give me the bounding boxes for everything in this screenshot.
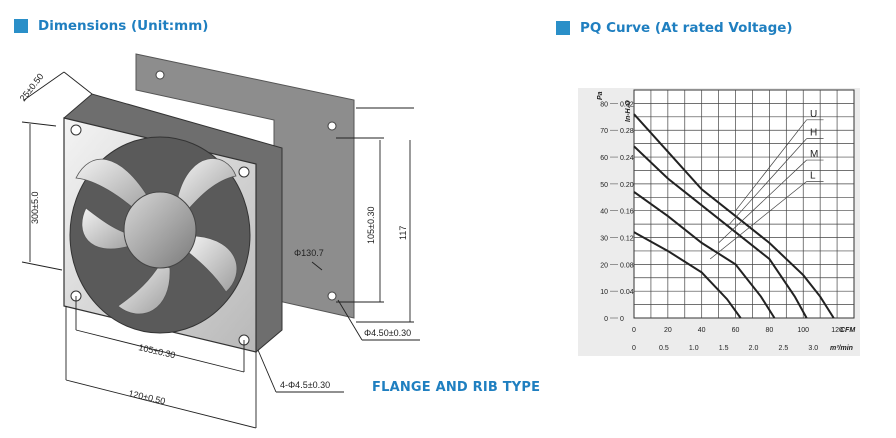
y-tick-label-pa: 40 (600, 209, 608, 216)
gasket-hole (327, 291, 337, 301)
y-tick-label-inh2o: 0.24 (620, 155, 634, 162)
mount-hole (70, 124, 82, 136)
x-tick-label-m3: 1.5 (719, 345, 729, 352)
x-tick-label-cfm: 60 (732, 327, 740, 334)
chart-series (633, 113, 835, 319)
plot-area (633, 89, 855, 319)
dimension-lines (21, 71, 420, 429)
y-unit-inh2o: In-H₂O (625, 100, 632, 122)
y-axis-ticks: 0 10 20 30 40 50 60 70 80 0 0.04 0.08 0.12 0.16 0.20 0.… (600, 101, 634, 323)
section-marker-icon (14, 19, 28, 33)
y-tick-label-pa: 70 (600, 128, 608, 135)
x-tick-label-cfm: 40 (698, 327, 706, 334)
y-tick-label-inh2o: 0.08 (620, 262, 634, 269)
x-tick-label-m3: 1.0 (689, 345, 699, 352)
fan-blade (177, 158, 237, 213)
dim-frame-height: 117 (398, 226, 408, 240)
dim-cable: 300±5.0 (30, 192, 40, 224)
series-line-L (633, 231, 742, 319)
dim-frame-width: 120±0.50 (128, 388, 167, 406)
dim-diameter: Φ130.7 (294, 248, 324, 258)
dimensions-header: Dimensions (Unit:mm) (14, 18, 208, 34)
x-tick-label-m3: 2.0 (749, 345, 759, 352)
legend-leader (726, 138, 807, 228)
fan-hub (123, 191, 197, 269)
x-tick-label-cfm: 120 (831, 327, 843, 334)
series-line-H (633, 145, 808, 319)
legend-label-L: L (810, 171, 816, 182)
dim-hole-pitch-v: 105±0.30 (366, 207, 376, 244)
y-tick-label-inh2o: 0.12 (620, 236, 634, 243)
legend-leader (718, 159, 807, 244)
x-tick-label-m3: 0.5 (659, 345, 669, 352)
dim-hole-diameter: Φ4.50±0.30 (364, 328, 411, 338)
dim-mount-holes: 4-Φ4.5±0.30 (280, 380, 330, 390)
gasket-hole (327, 121, 337, 131)
x-tick-label-cfm: 80 (765, 327, 773, 334)
fan-blade (117, 263, 171, 315)
y-tick-label-inh2o: 0.32 (620, 101, 634, 108)
x-axis-ticks: 0 20 40 60 80 100 120 0 0.5 1.0 1.5 2.0 2.5 3.0 (632, 327, 843, 352)
x-tick-label-m3: 3.0 (808, 345, 818, 352)
legend-label-M: M (810, 149, 818, 160)
fan-blade (75, 158, 151, 215)
y-tick-label-inh2o: 0.16 (620, 209, 634, 216)
pq-header: PQ Curve (At rated Voltage) (556, 20, 793, 36)
x-tick-label-cfm: 0 (632, 327, 636, 334)
fan-blades (75, 158, 238, 315)
fan-dimension-drawing: 25±0.50 300±5.0 105±0.30 117 Φ130.7 Φ4.5… (18, 53, 420, 429)
y-tick-label-inh2o: 0 (620, 316, 624, 323)
y-tick-label-inh2o: 0.04 (620, 289, 634, 296)
x-unit-m3: m³/min (830, 345, 853, 352)
legend-label-U: U (810, 109, 817, 120)
legend-label-H: H (810, 128, 817, 139)
fan-blade (187, 235, 238, 293)
dimensions-title: Dimensions (Unit:mm) (38, 18, 209, 34)
chart-grid (634, 90, 854, 318)
x-unit-cfm: CFM (840, 327, 855, 334)
gasket-hole (155, 70, 165, 80)
series-line-M (633, 191, 776, 319)
fan-blade (81, 207, 137, 250)
y-tick-label-pa: 50 (600, 182, 608, 189)
y-tick-label-pa: 80 (600, 101, 608, 108)
legend-leader (735, 119, 807, 211)
y-tick-label-pa: 20 (600, 262, 608, 269)
y-tick-label-pa: 0 (604, 316, 608, 323)
x-tick-label-cfm: 100 (797, 327, 809, 334)
x-tick-label-cfm: 20 (664, 327, 672, 334)
x-tick-label-m3: 0 (632, 345, 636, 352)
y-tick-label-inh2o: 0.20 (620, 182, 634, 189)
series-line-U (633, 113, 835, 319)
y-tick-label-pa: 30 (600, 236, 608, 243)
y-tick-label-pa: 60 (600, 155, 608, 162)
x-tick-label-m3: 2.5 (779, 345, 789, 352)
pq-title: PQ Curve (At rated Voltage) (580, 20, 793, 36)
flange-caption: FLANGE AND RIB TYPE (372, 380, 541, 395)
section-marker-icon (556, 21, 570, 35)
y-tick-label-inh2o: 0.28 (620, 128, 634, 135)
y-unit-pa: Pa (597, 91, 604, 100)
mount-hole (238, 166, 250, 178)
dim-hole-pitch-h: 105±0.30 (138, 342, 177, 360)
y-tick-label-pa: 10 (600, 289, 608, 296)
legend-leader (709, 181, 807, 260)
